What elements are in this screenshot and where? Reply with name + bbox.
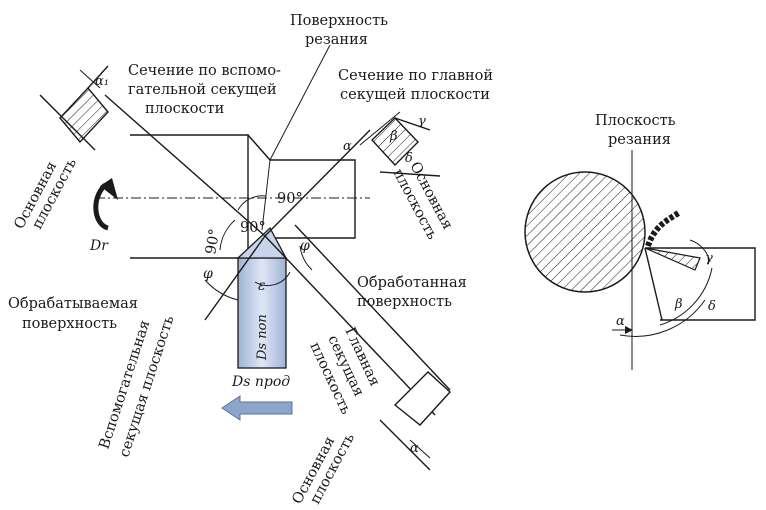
symbol-alpha-top: α	[343, 139, 352, 154]
cutting-tool	[236, 226, 288, 369]
label-main-section-2: секущей плоскости	[340, 87, 490, 103]
symbol-epsilon: ε	[258, 278, 266, 294]
symbol-ds-prod: Ds прод	[231, 374, 290, 390]
label-workpiece-surface-1: Обрабатываемая	[8, 296, 138, 312]
angle-90-b: 90°	[240, 220, 266, 236]
label-main-section-1: Сечение по главной	[338, 68, 493, 84]
label-machined-surface-2: поверхность	[357, 294, 452, 310]
label-cutting-plane-right-1: Плоскость	[595, 113, 676, 129]
feed-arrow-icon	[221, 395, 293, 421]
symbol-alpha-right: α	[616, 314, 625, 329]
symbol-alpha1: α₁	[95, 74, 109, 89]
symbol-phi1: φ	[203, 266, 213, 282]
aux-section-insert	[39, 65, 109, 151]
symbol-gamma-right: γ	[705, 251, 713, 266]
symbol-ds-pop: Ds поп	[255, 314, 270, 361]
label-aux-section-1: Сечение по вспомо-	[128, 63, 281, 79]
cross-section-view	[524, 150, 756, 370]
label-cutting-plane-right-2: резания	[608, 132, 671, 148]
label-machined-surface-1: Обработанная	[357, 275, 467, 291]
symbol-gamma-top: γ	[418, 114, 426, 129]
rotation-arrow-icon	[93, 183, 110, 231]
label-aux-section-3: плоскости	[145, 101, 224, 117]
symbol-delta-top: δ	[405, 151, 413, 166]
bottom-section-insert	[379, 371, 451, 471]
main-section-insert	[359, 111, 441, 177]
angle-90-a: 90°	[277, 191, 303, 207]
main-cutting-plane-line	[264, 235, 436, 416]
aux-cutting-plane-line	[104, 94, 266, 237]
label-cutting-surface-1: Поверхность	[290, 13, 388, 29]
symbol-phi: φ	[300, 238, 310, 254]
symbol-alpha-bottom: α	[410, 441, 419, 456]
label-workpiece-surface-2: поверхность	[22, 316, 117, 332]
angle-90-c: 90°	[203, 228, 223, 256]
symbol-delta-right: δ	[708, 299, 716, 314]
symbol-dr: Dr	[89, 238, 109, 254]
label-cutting-surface-2: резания	[305, 32, 368, 48]
symbol-beta-right: β	[674, 297, 683, 312]
workpiece	[95, 134, 370, 259]
label-aux-section-2: гательной секущей	[128, 82, 277, 98]
symbol-beta-top: β	[389, 129, 398, 144]
